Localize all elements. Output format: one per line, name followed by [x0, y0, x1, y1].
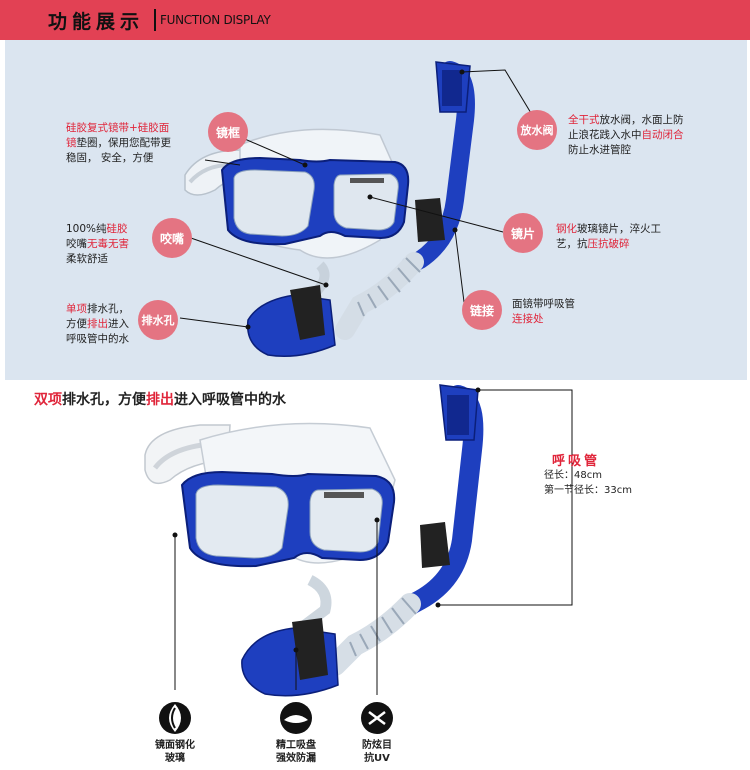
lens-icon	[157, 700, 193, 736]
callout-lens: 镜片	[503, 213, 543, 253]
callout-desc-line: 防止水进管腔	[568, 143, 718, 158]
callout-desc-segment: 柔软舒适	[66, 253, 108, 265]
callout-desc-segment: 放水阀，水面上防	[599, 114, 684, 126]
callout-connector: 链接	[462, 290, 502, 330]
callout-desc-line: 钢化玻璃镜片，淬火工	[556, 222, 706, 237]
callout-desc-segment: 排水孔，	[87, 303, 129, 315]
callout-connector-desc: 面镜带呼吸管连接处	[512, 297, 662, 327]
callout-desc-line: 柔软舒适	[66, 252, 156, 267]
feature-lens-label: 镜面钢化 玻璃	[155, 740, 195, 764]
top-product-illustration	[179, 61, 541, 357]
headline-segment: 排出	[146, 392, 174, 408]
callout-dry-valve: 放水阀	[517, 110, 557, 150]
callout-desc-segment: 100%纯	[66, 223, 107, 235]
callout-desc-line: 呼吸管中的水	[66, 332, 156, 347]
suction-icon	[278, 700, 314, 736]
callout-desc-segment: 呼吸管中的水	[66, 333, 129, 345]
callout-desc-segment: 压抗破碎	[587, 238, 630, 250]
callout-desc-line: 稳固， 安全，方便	[66, 151, 206, 166]
callout-desc-segment: 无毒无害	[87, 238, 129, 250]
callout-desc-line: 单项排水孔，	[66, 302, 156, 317]
callout-desc-line: 止浪花践入水中自动闭合	[568, 128, 718, 143]
callout-desc-segment: 咬嘴	[66, 238, 87, 250]
snorkel-spec-title: 呼吸管	[552, 454, 601, 469]
section-title-en: FUNCTION DISPLAY	[160, 13, 271, 27]
callout-desc-segment: 方便	[66, 318, 87, 330]
headline-segment: 排水孔，方便	[62, 392, 146, 408]
section-header: 功能展示 FUNCTION DISPLAY	[0, 0, 750, 40]
callout-desc-segment: 连接处	[512, 313, 544, 325]
callout-desc-segment: 单项	[66, 303, 87, 315]
callout-desc-line: 面镜带呼吸管	[512, 297, 662, 312]
callout-desc-segment: 艺，抗	[556, 238, 588, 250]
callout-dry-valve-desc: 全干式放水阀，水面上防止浪花践入水中自动闭合防止水进管腔	[568, 113, 718, 158]
headline-segment: 进入呼吸管中的水	[174, 392, 286, 408]
callout-desc-line: 咬嘴无毒无害	[66, 237, 156, 252]
callout-desc-segment: 钢化	[556, 223, 577, 235]
callout-desc-line: 全干式放水阀，水面上防	[568, 113, 718, 128]
callout-desc-line: 镜垫圈，保用您配带更	[66, 136, 206, 151]
callout-lens-desc: 钢化玻璃镜片，淬火工艺，抗压抗破碎	[556, 222, 706, 252]
callout-desc-segment: 镜	[66, 137, 77, 149]
feature-uv-label: 防炫目 抗UV	[362, 740, 392, 764]
callout-desc-line: 100%纯硅胶	[66, 222, 156, 237]
callout-desc-segment: 稳固， 安全，方便	[66, 152, 154, 164]
callout-desc-segment: 防止水进管腔	[568, 144, 631, 156]
feature-suction-label: 精工吸盘 强效防漏	[276, 740, 316, 764]
callout-desc-line: 硅胶复式镜带+硅胶面	[66, 121, 206, 136]
callout-mouthpiece: 咬嘴	[152, 218, 192, 258]
callout-desc-segment: 全干式	[568, 114, 600, 126]
callout-desc-segment: 硅胶复式镜带+硅胶面	[66, 122, 170, 134]
section-title-cn: 功能展示	[48, 11, 145, 33]
snorkel-first-length: 第一节径长：33cm	[544, 485, 632, 496]
snorkel-length: 径长：48cm	[544, 470, 602, 481]
callout-desc-line: 连接处	[512, 312, 662, 327]
drain-headline: 双项排水孔，方便排出进入呼吸管中的水	[34, 389, 286, 409]
uv-icon	[359, 700, 395, 736]
callout-purge-desc: 单项排水孔，方便排出进入呼吸管中的水	[66, 302, 156, 347]
callout-frame: 镜框	[208, 112, 248, 152]
callout-desc-segment: 排出	[87, 318, 108, 330]
callout-desc-segment: 垫圈，保用您配带更	[76, 137, 172, 149]
callout-desc-line: 艺，抗压抗破碎	[556, 237, 706, 252]
callout-desc-segment: 面镜带呼吸管	[512, 298, 575, 310]
callout-desc-segment: 进入	[108, 318, 129, 330]
callout-frame-desc: 硅胶复式镜带+硅胶面镜垫圈，保用您配带更稳固， 安全，方便	[66, 121, 206, 166]
callout-purge-valve: 排水孔	[138, 300, 178, 340]
callout-desc-segment: 玻璃镜片，淬火工	[577, 223, 661, 235]
callout-desc-line: 方便排出进入	[66, 317, 156, 332]
headline-segment: 双项	[34, 392, 62, 408]
callout-desc-segment: 自动闭合	[641, 129, 684, 141]
callout-desc-segment: 止浪花践入水中	[568, 129, 642, 141]
callout-mouthpiece-desc: 100%纯硅胶咬嘴无毒无害柔软舒适	[66, 222, 156, 267]
title-separator	[154, 9, 156, 31]
callout-desc-segment: 硅胶	[106, 223, 128, 235]
